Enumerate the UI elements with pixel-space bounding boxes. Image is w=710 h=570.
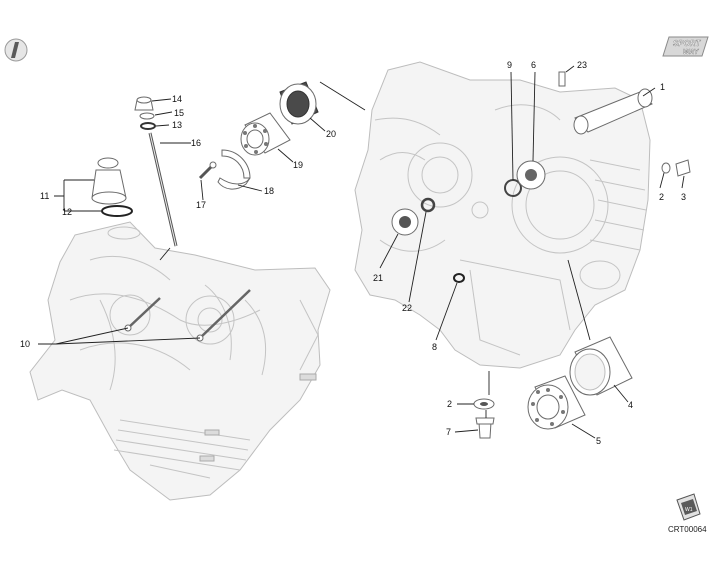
callout-2-upper: 2 [659, 192, 664, 202]
parts-right-cluster [391, 71, 691, 439]
callout-12: 12 [62, 207, 72, 217]
callout-16: 16 [191, 138, 201, 148]
callout-15: 15 [174, 108, 184, 118]
manual-book-icon: W1 [676, 493, 701, 521]
callout-22: 22 [402, 303, 412, 313]
seal-20 [279, 81, 319, 125]
callout-11: 11 [40, 191, 49, 201]
callout-10: 10 [20, 339, 30, 349]
ring-4 [569, 336, 633, 396]
callout-7: 7 [446, 427, 451, 437]
section-badge-icon [4, 38, 28, 62]
callout-1: 1 [660, 82, 665, 92]
callout-8: 8 [432, 342, 437, 352]
callout-labels: 1 2 3 2 4 5 6 7 8 9 10 11 12 13 14 15 16… [20, 60, 686, 446]
sportway-logo: SPORT WAY [662, 36, 709, 57]
callout-5: 5 [596, 436, 601, 446]
bearing-5 [527, 375, 586, 430]
callout-9: 9 [507, 60, 512, 70]
callout-23: 23 [577, 60, 587, 70]
callout-19: 19 [293, 160, 303, 170]
callout-6: 6 [531, 60, 536, 70]
callout-2-lower: 2 [447, 399, 452, 409]
bearing-19 [240, 112, 291, 156]
drawing-code: CRT00064 [668, 525, 707, 534]
callout-13: 13 [172, 120, 182, 130]
callout-17: 17 [196, 200, 206, 210]
leader-lines [38, 65, 685, 439]
callout-3: 3 [681, 192, 686, 202]
parts-left-cluster [91, 81, 319, 247]
logo-line2: WAY [683, 49, 700, 56]
callout-4: 4 [628, 400, 633, 410]
callout-20: 20 [326, 129, 336, 139]
left-crankcase-half [29, 221, 331, 501]
callout-21: 21 [373, 273, 383, 283]
callout-14: 14 [172, 94, 182, 104]
logo-line1: SPORT [673, 39, 702, 48]
callout-18: 18 [264, 186, 274, 196]
svg-text:W1: W1 [685, 507, 693, 513]
